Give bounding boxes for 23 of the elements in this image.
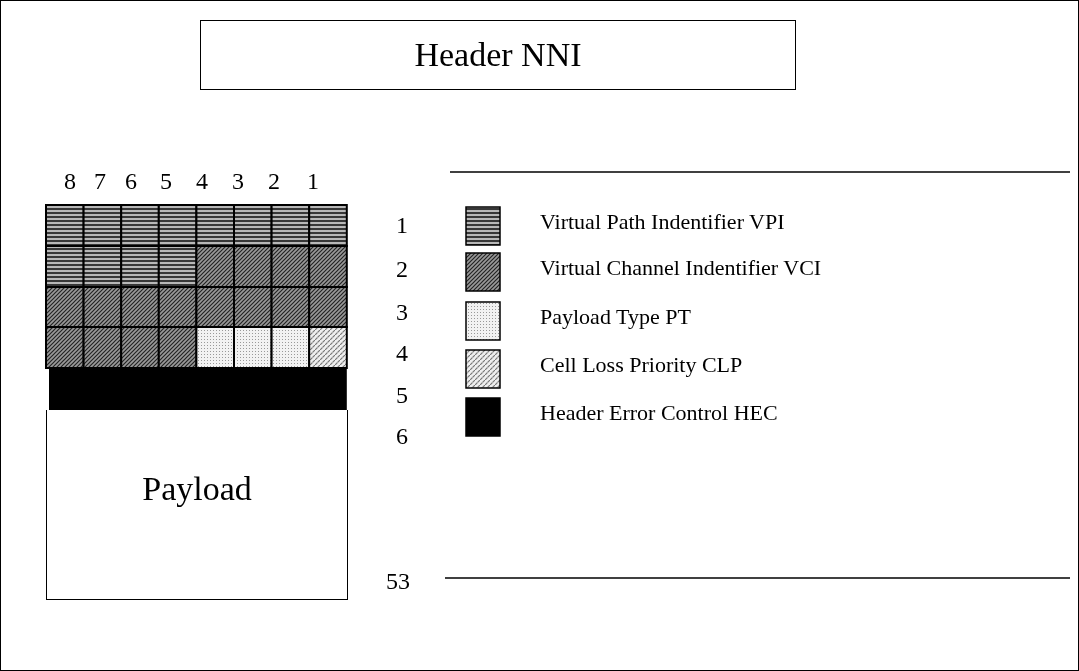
octet-number: 5 (396, 382, 408, 409)
bit-number: 2 (268, 168, 280, 195)
bit-number: 6 (125, 168, 137, 195)
bit-number: 1 (307, 168, 319, 195)
payload-label: Payload (141, 470, 253, 508)
legend-label: Virtual Path Indentifier VPI (540, 209, 785, 235)
octet-number: 2 (396, 256, 408, 283)
octet-number: 3 (396, 299, 408, 326)
octet-number: 4 (396, 340, 408, 367)
title-box: Header NNI (200, 20, 796, 90)
legend-label: Virtual Channel Indentifier VCI (540, 255, 822, 281)
octet-number: 53 (386, 568, 410, 595)
bit-number: 3 (232, 168, 244, 195)
legend-label: Header Error Control HEC (540, 400, 778, 426)
bit-number: 8 (64, 168, 76, 195)
payload-box (46, 410, 348, 600)
octet-number: 1 (396, 212, 408, 239)
bit-number: 4 (196, 168, 208, 195)
bit-number: 7 (94, 168, 106, 195)
legend-label: Payload Type PT (540, 304, 691, 330)
octet-number: 6 (396, 423, 408, 450)
legend-label: Cell Loss Priority CLP (540, 352, 743, 378)
bit-number: 5 (160, 168, 172, 195)
